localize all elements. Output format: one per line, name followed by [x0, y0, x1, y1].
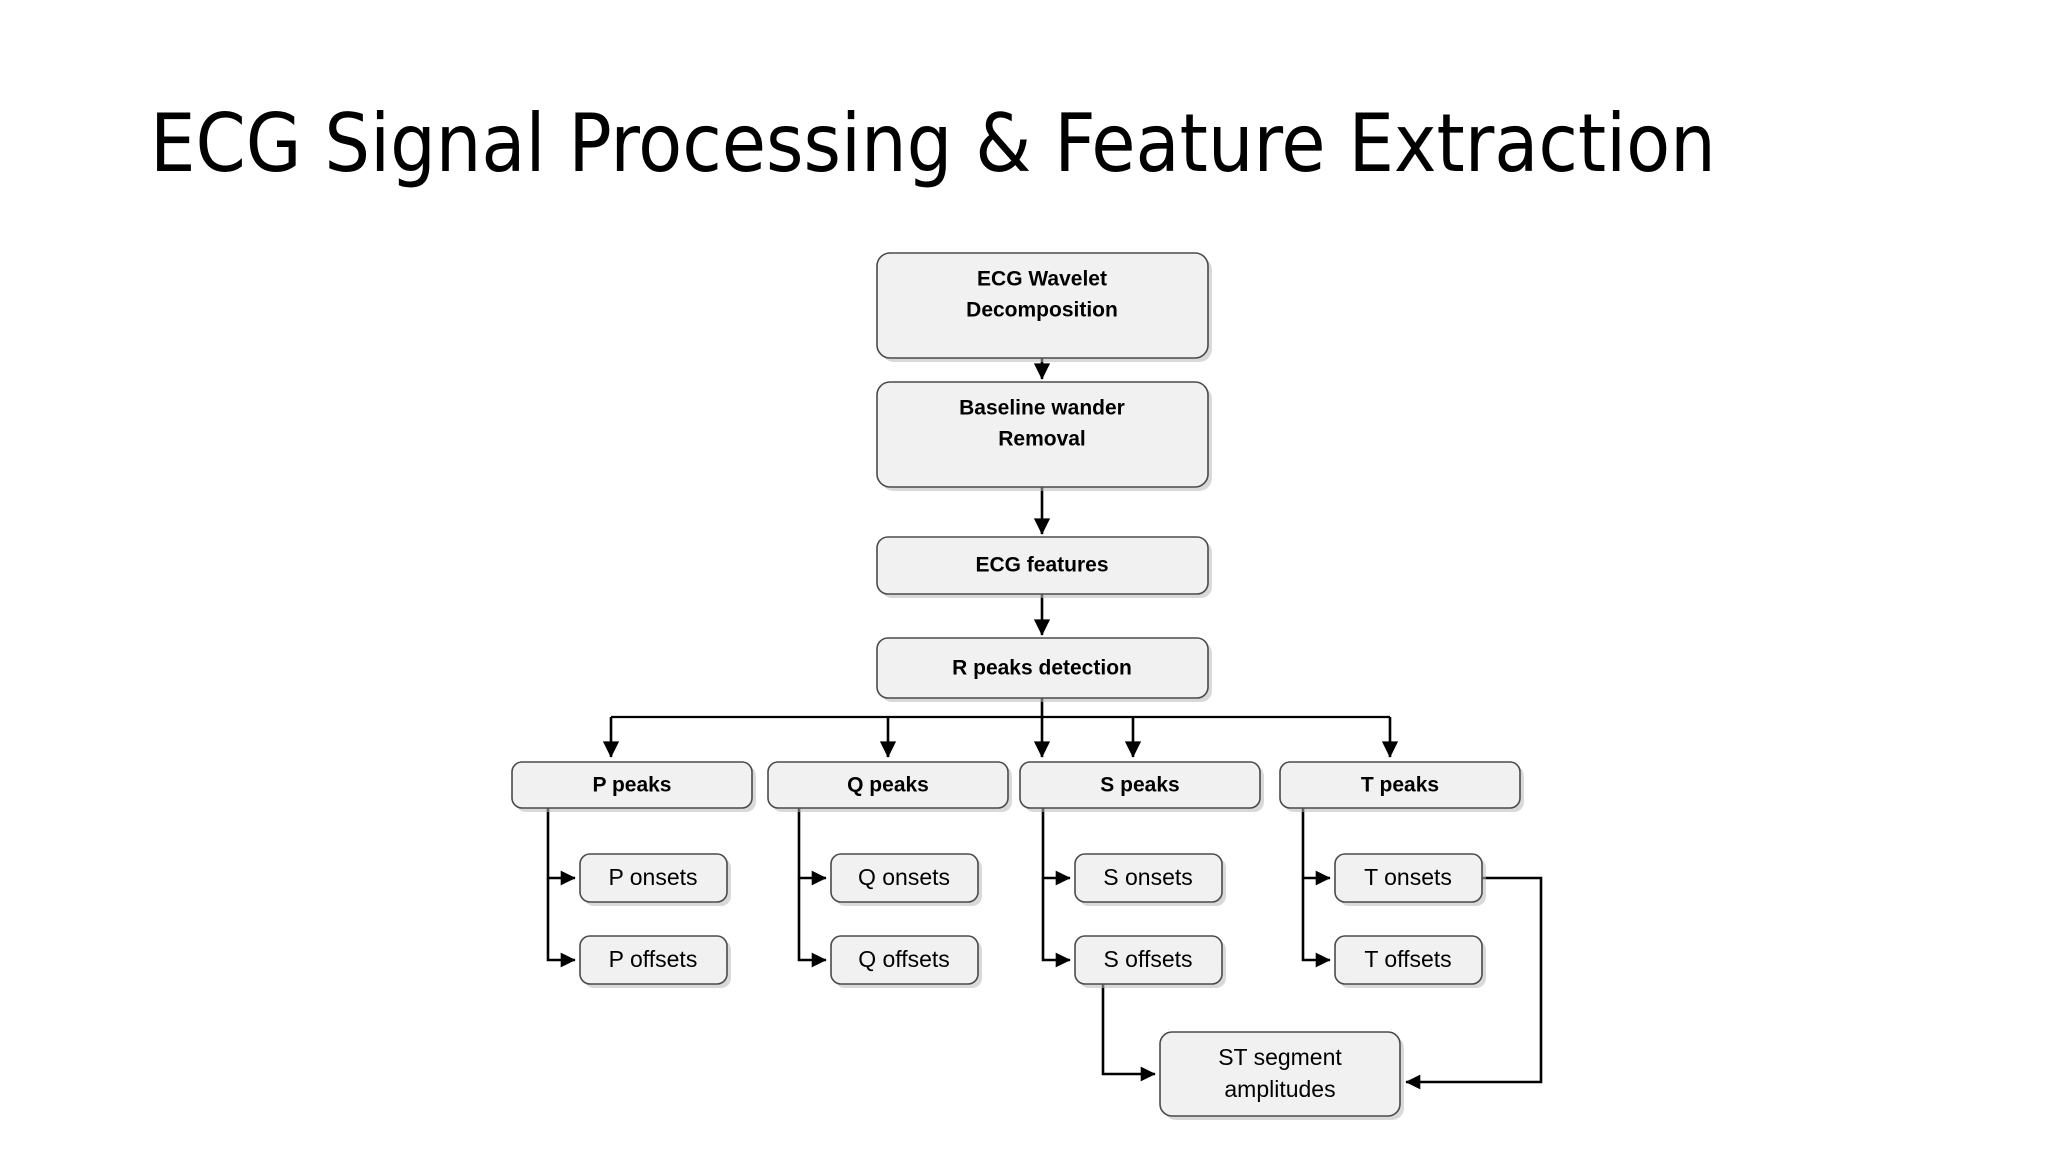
edge-t-peaks-to-t-onsets [1301, 808, 1331, 886]
edge-p-peaks-to-p-offsets [546, 878, 576, 968]
node-r-peaks-detection[interactable]: R peaks detection [876, 637, 1212, 702]
node-label-line1: T offsets [1364, 946, 1451, 972]
node-label-line1: ECG Wavelet [977, 268, 1107, 291]
edge-p-peaks-to-p-onsets [546, 808, 576, 886]
nodes: ECG Wavelet Decomposition Baseline wande… [511, 252, 1524, 1120]
node-label-line1: Q onsets [858, 864, 950, 890]
node-ecg-wavelet-decomposition[interactable]: ECG Wavelet Decomposition [876, 252, 1212, 362]
node-q-onsets[interactable]: Q onsets [830, 853, 982, 906]
node-p-offsets[interactable]: P offsets [579, 935, 731, 988]
node-baseline-wander-removal[interactable]: Baseline wander Removal [876, 381, 1212, 491]
edge-q-peaks-to-q-onsets [797, 808, 827, 886]
node-label-line1: P offsets [609, 946, 698, 972]
node-s-peaks[interactable]: S peaks [1019, 761, 1264, 812]
node-label-line2: Removal [998, 428, 1086, 451]
node-s-onsets[interactable]: S onsets [1074, 853, 1226, 906]
edge-q-peaks-to-q-offsets [797, 878, 827, 968]
node-label-line1: T peaks [1361, 774, 1439, 797]
node-s-offsets[interactable]: S offsets [1074, 935, 1226, 988]
node-label-line1: S peaks [1100, 774, 1179, 797]
node-label-line1: Baseline wander [959, 397, 1125, 420]
node-label-line1: Q offsets [858, 946, 950, 972]
node-ecg-features[interactable]: ECG features [876, 536, 1212, 598]
node-label-line1: R peaks detection [952, 657, 1132, 680]
node-p-onsets[interactable]: P onsets [579, 853, 731, 906]
node-t-onsets[interactable]: T onsets [1334, 853, 1486, 906]
node-t-offsets[interactable]: T offsets [1334, 935, 1486, 988]
node-label-line2: amplitudes [1224, 1076, 1335, 1102]
node-label-line1: T onsets [1364, 864, 1452, 890]
node-label-line1: S onsets [1103, 864, 1193, 890]
node-label-line1: ECG features [975, 554, 1108, 577]
edge-s-peaks-to-s-onsets [1041, 808, 1071, 886]
edge-s-offsets-to-st-segment [1101, 984, 1156, 1082]
node-label-line1: ST segment [1218, 1044, 1342, 1070]
edge-s-peaks-to-s-offsets [1041, 878, 1071, 968]
node-label-line1: P onsets [608, 864, 697, 890]
node-p-peaks[interactable]: P peaks [511, 761, 756, 812]
edge-t-peaks-to-t-offsets [1301, 878, 1331, 968]
page-title: ECG Signal Processing & Feature Extracti… [150, 97, 1716, 190]
node-label-line1: Q peaks [847, 774, 929, 797]
node-t-peaks[interactable]: T peaks [1279, 761, 1524, 812]
node-q-offsets[interactable]: Q offsets [830, 935, 982, 988]
node-label-line1: P peaks [592, 774, 671, 797]
node-st-segment-amplitudes[interactable]: ST segment amplitudes [1159, 1031, 1404, 1120]
connectors [546, 358, 1543, 1090]
node-label-line1: S offsets [1103, 946, 1192, 972]
edge-t-onsets-to-st-segment [1405, 876, 1543, 1090]
node-q-peaks[interactable]: Q peaks [767, 761, 1012, 812]
node-label-line2: Decomposition [966, 299, 1118, 322]
